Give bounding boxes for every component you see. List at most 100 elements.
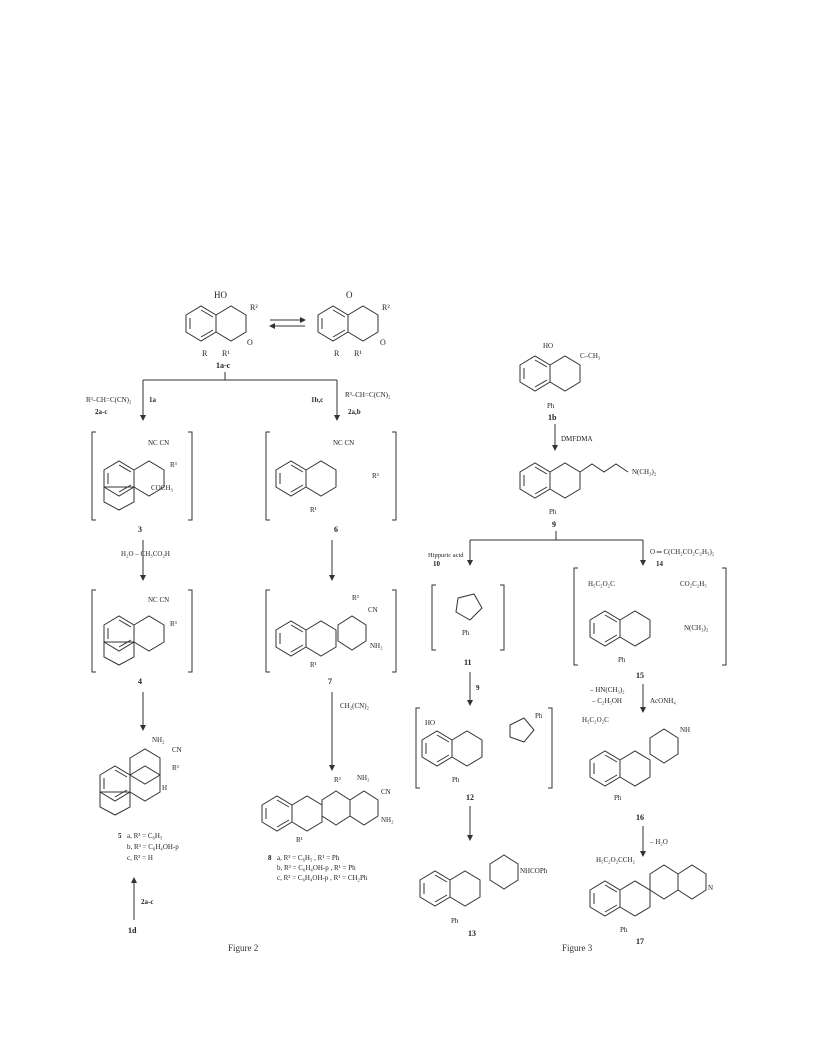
structure-label: 5	[118, 832, 122, 840]
structure-label: 1a	[149, 396, 157, 404]
structure-label: Ph	[547, 402, 555, 410]
structure-label: H₅C₂O₂C	[588, 580, 615, 588]
compound-number: 1a-c	[216, 361, 231, 370]
structure-label: 9	[476, 684, 480, 692]
figure-3: HO C–CH₃ Ph 1b DMFDMA N(CH₃)₂ Ph 9 Hippu…	[415, 342, 727, 946]
structure-label: 14	[656, 560, 664, 568]
structure-label: NH₂	[152, 736, 165, 744]
structure-label: 6	[334, 525, 338, 534]
structure-label: R³–CH=C(CN)₂	[86, 396, 132, 404]
structure-label: R¹	[222, 349, 230, 358]
structure-label: O	[346, 290, 353, 300]
structure-label: Ph	[452, 776, 460, 784]
structure-label: NH₂	[357, 774, 370, 782]
structure-label: c, R³ = C₆H₄OH-p , R¹ = CH₂Ph	[277, 874, 368, 882]
structure-label: 3	[138, 525, 142, 534]
structure-label: 1b	[548, 413, 557, 422]
structure-label: 16	[636, 813, 644, 822]
structure-label: 4	[138, 677, 142, 686]
structure-label: R	[334, 349, 340, 358]
compound-8: NH₂ CN NH₂ R³ R¹ 8 a, R³ = C₆H₅ , R¹ = P…	[261, 774, 394, 882]
structure-label: H	[162, 784, 167, 792]
structure-label: R	[202, 349, 208, 358]
structure-label: b, R³ = C₆H₄OH-p , R¹ = Ph	[277, 864, 356, 872]
structure-label: Ph	[535, 712, 543, 720]
compound-12: HO Ph Ph 12	[415, 707, 553, 802]
compound-1-keto: O R² R R¹ O	[317, 290, 390, 358]
structure-label: 11	[464, 658, 472, 667]
structure-label: H₅C₂O₂CCH₂	[596, 856, 635, 864]
structure-label: R²	[382, 303, 390, 312]
structure-label: H₅C₂O₂C	[582, 716, 609, 724]
structure-label: Ph	[618, 656, 626, 664]
structure-label: R³	[170, 620, 177, 628]
compound-5: NH₂ CN R³ H 5 a, R³ = C₆H₅ b, R³ = C₆H₄O…	[99, 736, 182, 862]
compound-3: NC CN COCH₃ R³ 3	[91, 431, 193, 534]
structure-label: NC CN	[333, 439, 354, 447]
structure-label: R¹	[310, 506, 317, 514]
structure-label: NH₂	[381, 816, 394, 824]
structure-label: R³	[334, 776, 341, 784]
structure-label: 17	[636, 937, 644, 946]
structure-label: N(CH₃)₂	[632, 468, 657, 476]
structure-label: 1d	[128, 926, 137, 935]
structure-label: 9	[552, 520, 556, 529]
structure-label: R²	[250, 303, 258, 312]
structure-label: R³	[372, 472, 379, 480]
structure-label: NH	[680, 726, 690, 734]
compound-1-enol: HO R² R R¹ O	[185, 290, 258, 358]
figure-3-caption: Figure 3	[562, 943, 593, 953]
structure-label: 13	[468, 929, 476, 938]
compound-16: H₅C₂O₂C NH Ph 16	[582, 716, 690, 822]
structure-label: HO	[425, 719, 435, 727]
compound-7: R³ CN NH₂ R¹ 7	[265, 589, 397, 686]
structure-label: 2a,b	[348, 408, 361, 416]
figure-2-caption: Figure 2	[228, 943, 259, 953]
structure-label: R³	[352, 594, 359, 602]
structure-label: NC CN	[148, 596, 169, 604]
compound-11: Ph 11	[431, 584, 505, 667]
structure-label: – HN(CH₃)₂	[589, 686, 625, 694]
structure-label: O	[247, 338, 253, 347]
label-HO: HO	[214, 290, 227, 300]
compound-4: NC CN R³ 4	[91, 589, 193, 686]
figure-2: HO R² R R¹ O O R² R R¹ O 1a-c R³–CH=C(CN…	[86, 290, 397, 935]
structure-label: COCH₃	[151, 484, 173, 492]
structure-label: Ph	[549, 508, 557, 516]
structure-label: – H₂O	[649, 838, 668, 846]
structure-label: NH₂	[370, 642, 383, 650]
structure-label: b, R³ = C₆H₄OH-p	[127, 843, 179, 851]
structure-label: 2a-c	[95, 408, 107, 416]
structure-label: O	[380, 338, 386, 347]
structure-label: HO	[543, 342, 553, 350]
structure-label: H₂O – CH₃CO₂H	[121, 550, 170, 558]
structure-label: NHCOPh	[520, 867, 548, 875]
structure-label: 8	[268, 854, 272, 862]
structure-label: Ph	[620, 926, 628, 934]
structure-label: Hippuric acid	[428, 552, 464, 559]
compound-17: H₅C₂O₂CCH₂ N Ph 17	[589, 856, 713, 946]
structure-label: 7	[328, 677, 332, 686]
structure-label: 12	[466, 793, 474, 802]
structure-label: C–CH₃	[580, 352, 601, 360]
structure-label: O ═ C(CH₂CO₂C₂H₅)₂	[650, 548, 715, 556]
structure-label: R¹	[296, 836, 303, 844]
compound-9: N(CH₃)₂ Ph 9	[519, 462, 657, 529]
structure-label: R¹	[310, 661, 317, 669]
structure-label: Ph	[462, 629, 470, 637]
structure-label: Ph	[451, 917, 459, 925]
structure-label: a, R³ = C₆H₅	[127, 832, 163, 840]
compound-13: NHCOPh Ph 13	[419, 854, 548, 938]
structure-label: N(CH₃)₂	[684, 624, 709, 632]
structure-label: 1b,c	[311, 396, 323, 404]
structure-label: Ph	[614, 794, 622, 802]
structure-label: 15	[636, 671, 644, 680]
structure-label: CN	[381, 788, 391, 796]
structure-label: R³–CH=C(CN)₂	[345, 391, 391, 399]
structure-label: AcONH₄	[650, 697, 676, 705]
structure-label: R³	[170, 461, 177, 469]
structure-label: DMFDMA	[561, 435, 593, 443]
structure-label: CN	[368, 606, 378, 614]
structure-label: CO₂C₂H₅	[680, 580, 707, 588]
